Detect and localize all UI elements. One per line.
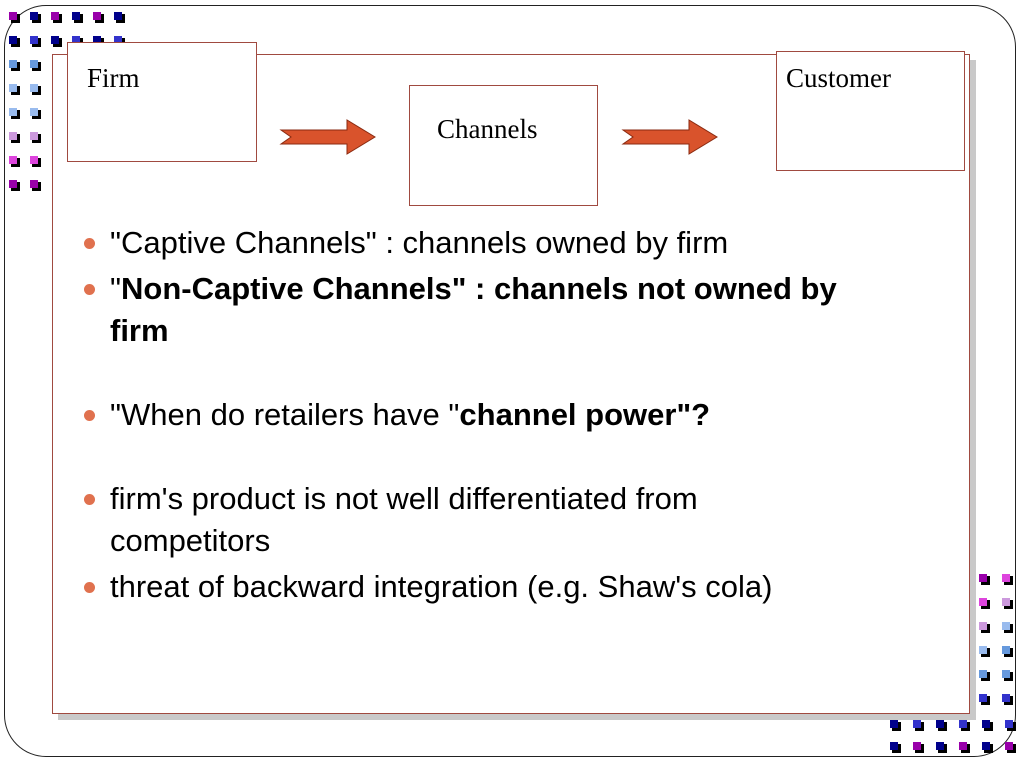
bullet-captive-channels: "Captive Channels" : channels owned by f… xyxy=(70,222,860,264)
decor-square xyxy=(1002,598,1010,606)
decor-square xyxy=(93,36,101,44)
decor-square xyxy=(979,646,987,654)
decor-square xyxy=(9,60,17,68)
decor-square xyxy=(9,12,17,20)
decor-square xyxy=(114,36,122,44)
decor-square xyxy=(890,720,898,728)
bullet-list: "Captive Channels" : channels owned by f… xyxy=(70,222,860,608)
decor-square xyxy=(979,622,987,630)
decor-square xyxy=(1002,694,1010,702)
bullet-backward-integration: threat of backward integration (e.g. Sha… xyxy=(70,566,860,608)
decor-square xyxy=(913,720,921,728)
channels-label: Channels xyxy=(437,114,538,144)
decor-square xyxy=(30,12,38,20)
customer-box: Customer xyxy=(776,51,965,171)
decor-square xyxy=(979,598,987,606)
firm-label: Firm xyxy=(87,63,140,93)
slide-outline xyxy=(4,5,1016,757)
decor-square xyxy=(936,742,944,750)
customer-label: Customer xyxy=(786,63,891,93)
decor-square xyxy=(959,720,967,728)
decor-square xyxy=(30,132,38,140)
decor-square xyxy=(1002,670,1010,678)
decor-square xyxy=(1002,574,1010,582)
decor-square xyxy=(114,12,122,20)
decor-square xyxy=(30,108,38,116)
decor-square xyxy=(1002,622,1010,630)
decor-square xyxy=(72,12,80,20)
decor-square xyxy=(1002,646,1010,654)
decor-square xyxy=(890,742,898,750)
decor-square xyxy=(30,180,38,188)
decor-square xyxy=(9,36,17,44)
decor-square xyxy=(982,742,990,750)
decor-square xyxy=(982,720,990,728)
bullet-non-captive-channels: "Non-Captive Channels" : channels not ow… xyxy=(70,268,860,352)
decor-square xyxy=(51,36,59,44)
decor-square xyxy=(30,84,38,92)
decor-square xyxy=(9,180,17,188)
decor-square xyxy=(30,156,38,164)
decor-square xyxy=(9,84,17,92)
decor-square xyxy=(9,108,17,116)
decor-square xyxy=(936,720,944,728)
firm-box: Firm xyxy=(67,42,257,162)
bullet-product-differentiation: firm's product is not well differentiate… xyxy=(70,478,860,562)
decor-square xyxy=(30,60,38,68)
decor-square xyxy=(93,12,101,20)
channels-to-customer-arrow-icon xyxy=(621,119,718,155)
channels-box: Channels xyxy=(409,85,598,206)
decor-square xyxy=(1005,742,1013,750)
decor-square xyxy=(72,36,80,44)
decor-square xyxy=(9,132,17,140)
decor-square xyxy=(9,156,17,164)
decor-square xyxy=(30,36,38,44)
decor-square xyxy=(913,742,921,750)
firm-to-channels-arrow-icon xyxy=(279,119,376,155)
decor-square xyxy=(51,12,59,20)
decor-square xyxy=(979,670,987,678)
decor-square xyxy=(1005,720,1013,728)
decor-square xyxy=(979,694,987,702)
decor-square xyxy=(979,574,987,582)
decor-square xyxy=(959,742,967,750)
bullet-channel-power-question: "When do retailers have "channel power"? xyxy=(70,394,860,436)
